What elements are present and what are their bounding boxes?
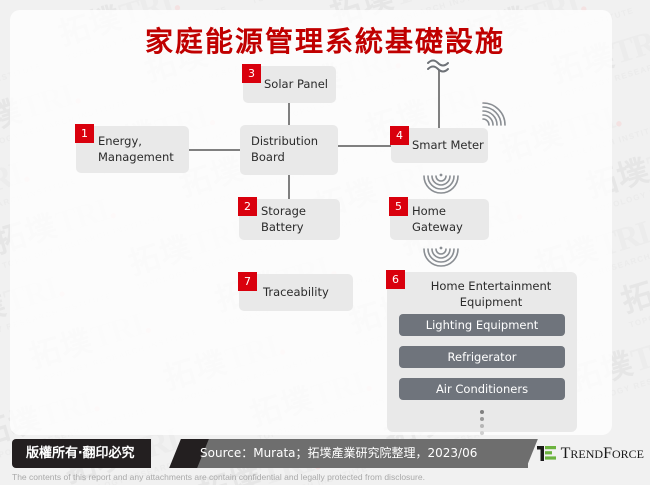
node-label-distribution-board: Distribution Board bbox=[251, 134, 319, 164]
node-badge-1: 1 bbox=[75, 124, 94, 143]
diagram-nodes: 1 Energy, Management Distribution Board … bbox=[75, 64, 577, 435]
node-energy-management[interactable]: 1 Energy, Management bbox=[75, 124, 189, 173]
sub-item-air-conditioners[interactable]: Air Conditioners bbox=[399, 378, 565, 400]
approx-wave-icon bbox=[427, 59, 449, 73]
node-home-gateway[interactable]: 5 Home Gateway bbox=[389, 197, 489, 240]
wifi-broadcast-icon bbox=[423, 246, 459, 267]
node-badge-7: 7 bbox=[238, 272, 257, 291]
footer-bar: 版權所有‧翻印必究 Source：Murata；拓墣產業研究院整理，2023/0… bbox=[0, 439, 650, 468]
disclaimer-text: The contents of this report and any atta… bbox=[12, 472, 425, 482]
node-home-entertainment-equipment[interactable]: 6 Home Entertainment Equipment Lighting … bbox=[386, 270, 577, 435]
wifi-signal-icon bbox=[482, 102, 506, 126]
connector-lines bbox=[189, 59, 506, 267]
node-badge-6: 6 bbox=[386, 270, 405, 289]
node-label-energy-management: Energy, Management bbox=[98, 134, 174, 164]
trendforce-logo[interactable]: TRENDFORCE bbox=[536, 439, 644, 468]
node-badge-3: 3 bbox=[242, 64, 261, 83]
home-entertainment-sub-list: Lighting Equipment Refrigerator Air Cond… bbox=[399, 314, 565, 410]
wifi-broadcast-icon bbox=[423, 173, 459, 194]
trendforce-logo-mark bbox=[536, 446, 556, 461]
node-smart-meter[interactable]: 4 Smart Meter bbox=[390, 126, 488, 163]
node-traceability[interactable]: 7 Traceability bbox=[238, 272, 353, 311]
node-badge-5: 5 bbox=[389, 197, 408, 216]
footer-source-text: Source：Murata；拓墣產業研究院整理，2023/06 bbox=[200, 446, 478, 460]
node-badge-4: 4 bbox=[390, 126, 409, 145]
trendforce-logo-text: TRENDFORCE bbox=[560, 444, 644, 462]
footer-source-band bbox=[182, 439, 528, 468]
page-title: 家庭能源管理系統基礎設施 bbox=[144, 25, 505, 58]
sub-item-refrigerator[interactable]: Refrigerator bbox=[399, 346, 565, 368]
more-items-dots-icon bbox=[479, 410, 485, 438]
node-label-solar-panel: Solar Panel bbox=[264, 77, 328, 91]
footer-copyright-badge: 版權所有‧翻印必究 bbox=[12, 439, 151, 468]
node-label-home-gateway: Home Gateway bbox=[412, 204, 463, 234]
node-label-smart-meter: Smart Meter bbox=[412, 138, 484, 152]
sub-item-lighting-equipment[interactable]: Lighting Equipment bbox=[399, 314, 565, 336]
node-label-home-entertainment: Home Entertainment Equipment bbox=[430, 279, 552, 309]
node-distribution-board[interactable]: Distribution Board bbox=[240, 125, 338, 175]
node-label-traceability: Traceability bbox=[263, 285, 329, 299]
node-badge-2: 2 bbox=[238, 197, 257, 216]
node-storage-battery[interactable]: 2 Storage Battery bbox=[238, 197, 340, 240]
node-solar-panel[interactable]: 3 Solar Panel bbox=[242, 64, 336, 103]
node-label-storage-battery: Storage Battery bbox=[261, 204, 306, 234]
